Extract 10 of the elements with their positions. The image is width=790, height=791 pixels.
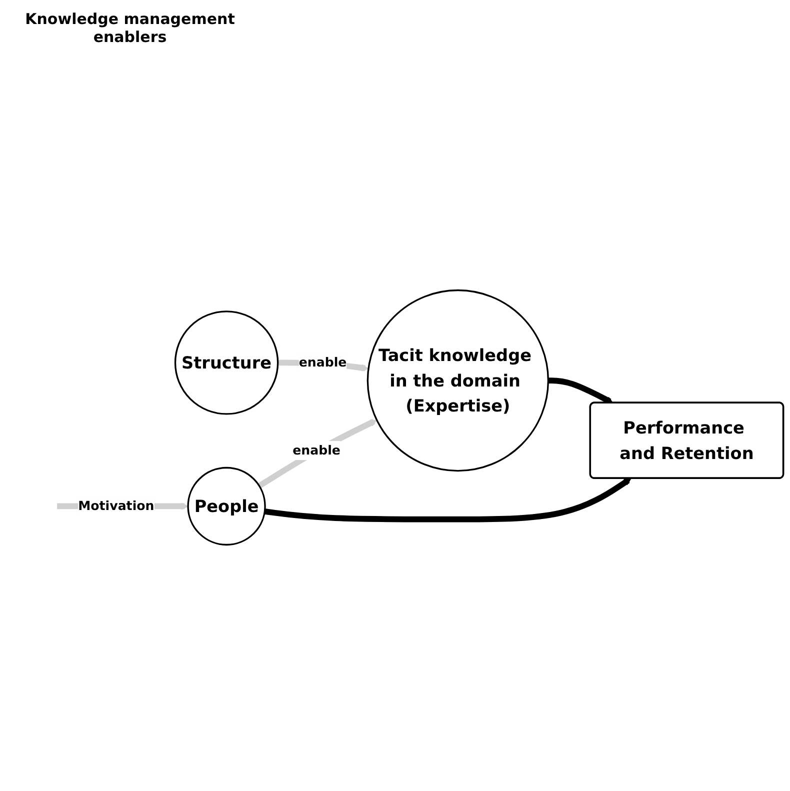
edge-label: enable (298, 354, 347, 370)
node-circle: Tacit knowledge in the domain (Expertise) (366, 289, 550, 472)
edge-label: enable (292, 442, 340, 458)
edge-label: Motivation (78, 498, 154, 514)
node-circle: Structure (174, 310, 279, 415)
arrow (264, 478, 632, 522)
arrow (258, 418, 378, 488)
node-circle: People (187, 466, 266, 546)
diagram-title: Knowledge management enablers (24, 10, 236, 46)
arrow (548, 378, 614, 404)
